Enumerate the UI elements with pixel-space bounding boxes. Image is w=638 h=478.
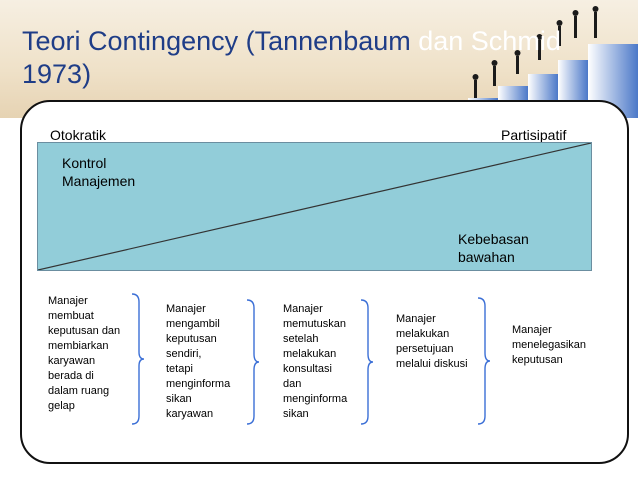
column-line: keputusan dan [48,325,121,337]
column-line: tetapi [166,363,193,375]
right-end-label: Partisipatif [501,127,567,143]
column-line: Manajer [48,295,88,307]
column-line: memutuskan [283,318,346,330]
column-line: sendiri, [166,348,202,360]
column-line: sikan [283,408,309,420]
right-brace-4 [477,297,491,425]
right-brace-1 [131,293,145,425]
diagonal-divider [38,143,591,270]
bottom-area-line: Kebebasan [458,231,529,247]
column-line: setelah [283,333,319,345]
column-line: karyawan [48,355,96,367]
style-column-3: Manajer memutuskan setelah melakukan kon… [283,302,347,422]
column-line: melalui diskusi [396,358,468,370]
column-line: dan [283,378,302,390]
continuum-panel [37,142,592,271]
column-line: melakukan [396,328,450,340]
column-line: membiarkan [48,340,109,352]
style-column-2: Manajer mengambil keputusan sendiri, tet… [166,302,230,422]
column-line: Manajer [283,303,323,315]
column-line: konsultasi [283,363,332,375]
column-line: mengambil [166,318,220,330]
style-column-4: Manajer melakukan persetujuan melalui di… [396,312,468,372]
right-brace-3 [360,299,374,425]
right-brace-2 [246,299,260,425]
column-line: menginforma [166,378,231,390]
top-area-label: Kontrol Manajemen [62,154,135,190]
column-line: Manajer [512,324,552,336]
bottom-area-label: Kebebasan bawahan [458,230,529,266]
bottom-area-line: bawahan [458,249,515,265]
left-end-label: Otokratik [50,127,107,143]
column-line: berada di [48,370,94,382]
top-area-line: Kontrol [62,155,107,171]
column-line: gelap [48,400,75,412]
column-line: dalam ruang [48,385,110,397]
column-line: keputusan [512,354,563,366]
column-line: keputusan [166,333,217,345]
column-line: melakukan [283,348,337,360]
column-line: Manajer [396,313,436,325]
column-line: sikan [166,393,192,405]
column-line: menelegasikan [512,339,586,351]
page-title: Teori Contingency (Tannenbaum dan Schmid… [22,25,602,91]
column-line: membuat [48,310,94,322]
title-line2: 1973) [22,59,92,89]
style-column-5: Manajer menelegasikan keputusan [512,323,586,368]
column-line: Manajer [166,303,206,315]
column-line: persetujuan [396,343,454,355]
style-column-1: Manajer membuat keputusan dan membiarkan… [48,294,120,414]
column-line: karyawan [166,408,214,420]
title-main: Teori Contingency (Tannenbaum [22,26,411,56]
column-line: menginforma [283,393,348,405]
top-area-line: Manajemen [62,173,136,189]
title-highlight: dan Schmid [418,26,561,56]
